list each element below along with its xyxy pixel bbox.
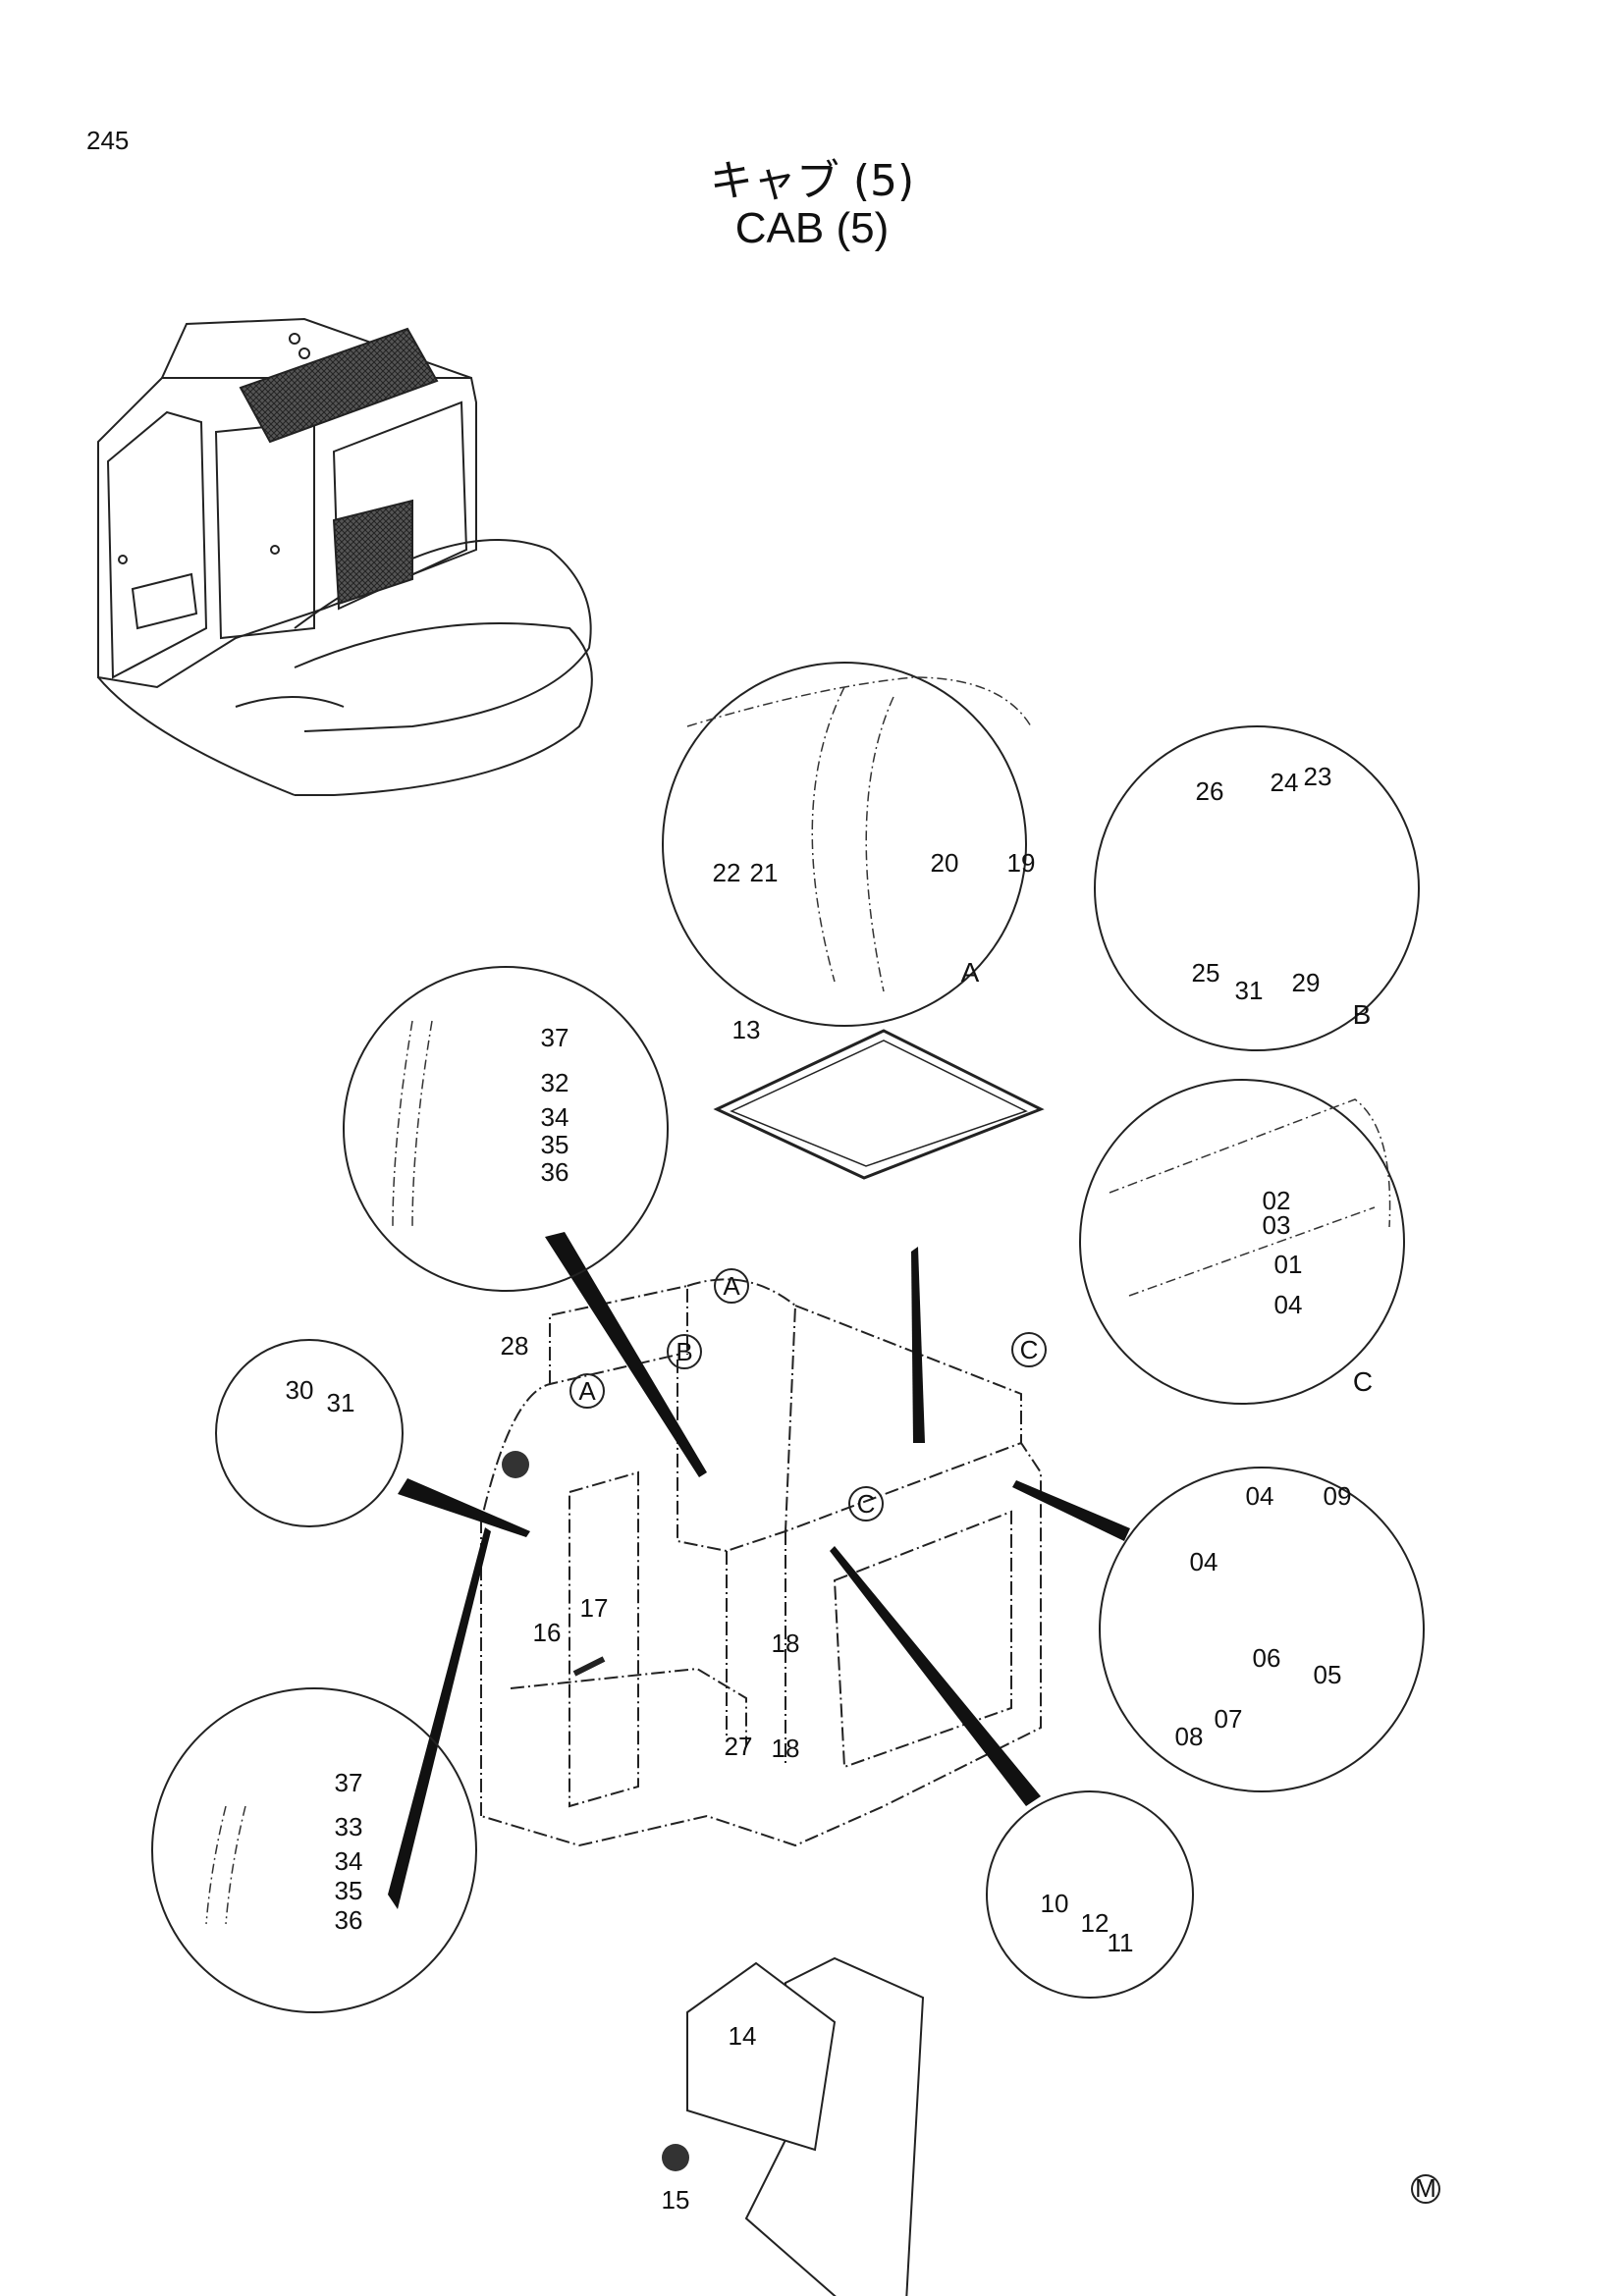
detail-B-part-23: 23 xyxy=(1304,762,1332,791)
detail-lower-left-part-33: 33 xyxy=(335,1812,363,1842)
main-part-16: 16 xyxy=(533,1618,562,1647)
main-part-15: 15 xyxy=(662,2185,690,2215)
detail-B-part-25: 25 xyxy=(1192,958,1220,988)
page-number: 245 xyxy=(86,126,130,155)
detail-upper-left-part-37: 37 xyxy=(541,1023,569,1052)
page-title-english: CAB (5) xyxy=(734,204,890,252)
callout-bubble xyxy=(848,1486,884,1522)
detail-left-small-part-30: 30 xyxy=(286,1375,314,1405)
detail-right-hinge-part-04: 04 xyxy=(1246,1481,1274,1511)
detail-circle-b xyxy=(1094,725,1420,1051)
callout-C: C xyxy=(1020,1335,1039,1364)
callout-C: C xyxy=(857,1489,876,1519)
detail-B-part-26: 26 xyxy=(1196,776,1224,806)
detail-C-part-03: 03 xyxy=(1263,1210,1291,1240)
detail-right-hinge-part-05: 05 xyxy=(1314,1660,1342,1689)
page-title-japanese: キャブ (5) xyxy=(709,156,915,206)
pointer-wedges xyxy=(388,1232,1130,1909)
callout-bubble xyxy=(667,1334,702,1369)
detail-right-hinge-part-06: 06 xyxy=(1253,1643,1281,1673)
detail-right-hinge-part-09: 09 xyxy=(1324,1481,1352,1511)
detail-A-part-21: 21 xyxy=(750,858,779,887)
main-part-27: 27 xyxy=(725,1732,753,1761)
detail-C-part-04: 04 xyxy=(1274,1290,1303,1319)
detail-A-part-22: 22 xyxy=(713,858,741,887)
main-part-14: 14 xyxy=(729,2021,757,2051)
detail-right-hinge-part-08: 08 xyxy=(1175,1722,1204,1751)
detail-bottom-bolt-part-12: 12 xyxy=(1081,1908,1110,1938)
detail-upper-left-part-34: 34 xyxy=(541,1102,569,1132)
detail-upper-left-part-36: 36 xyxy=(541,1157,569,1187)
callout-bubble xyxy=(1011,1332,1047,1367)
main-part-28: 28 xyxy=(501,1331,529,1361)
detail-bottom-bolt-part-10: 10 xyxy=(1041,1889,1069,1918)
detail-label-C: C xyxy=(1353,1366,1373,1397)
detail-label-B: B xyxy=(1353,999,1372,1030)
detail-circles xyxy=(151,662,1425,2013)
corner-mark: M xyxy=(1415,2173,1436,2203)
detail-circle-bottom-bolt xyxy=(986,1790,1194,1999)
window-mesh-panel xyxy=(332,499,413,606)
detail-circle-c xyxy=(1079,1079,1405,1405)
detail-circle-lower-left xyxy=(151,1687,477,2013)
detail-lower-left-part-36: 36 xyxy=(335,1905,363,1935)
detail-B-part-29: 29 xyxy=(1292,968,1321,997)
main-part-18: 18 xyxy=(772,1734,800,1763)
corner-mark-ring xyxy=(1411,2174,1440,2204)
callout-bubble xyxy=(569,1373,605,1409)
detail-lower-left-part-34: 34 xyxy=(335,1846,363,1876)
plug-icon xyxy=(502,1451,529,1478)
detail-C-part-01: 01 xyxy=(1274,1250,1303,1279)
main-part-13: 13 xyxy=(732,1015,761,1044)
detail-upper-left-part-35: 35 xyxy=(541,1130,569,1159)
detail-left-small-part-31: 31 xyxy=(327,1388,355,1417)
detail-inner-sketches xyxy=(205,676,1391,1925)
rear-panel xyxy=(686,1956,925,2296)
callout-bubble xyxy=(714,1268,749,1304)
detail-A-part-19: 19 xyxy=(1007,848,1036,878)
detail-circle-right-hinge xyxy=(1099,1467,1425,1792)
callout-B: B xyxy=(676,1337,692,1366)
detail-C-part-02: 02 xyxy=(1263,1186,1291,1215)
detail-label-A: A xyxy=(961,957,980,988)
callout-A: A xyxy=(578,1376,596,1406)
detail-lower-left-part-35: 35 xyxy=(335,1876,363,1905)
roof-mesh-panel xyxy=(239,327,439,444)
main-cab-frame xyxy=(480,1278,1042,1847)
bolt-icon xyxy=(572,1656,606,1677)
detail-B-part-24: 24 xyxy=(1271,768,1299,797)
plug-icon xyxy=(662,2144,689,2171)
detail-lower-left-part-37: 37 xyxy=(335,1768,363,1797)
callout-A: A xyxy=(723,1271,740,1301)
detail-circle-a xyxy=(662,662,1027,1027)
detail-right-hinge-part-04: 04 xyxy=(1190,1547,1218,1576)
detail-upper-left-part-32: 32 xyxy=(541,1068,569,1097)
detail-A-part-20: 20 xyxy=(931,848,959,878)
roof-panel xyxy=(713,1029,1045,1180)
main-part-18: 18 xyxy=(772,1629,800,1658)
detail-B-part-31: 31 xyxy=(1235,976,1264,1005)
main-part-17: 17 xyxy=(580,1593,609,1623)
detail-circle-left-small xyxy=(215,1339,404,1527)
detail-right-hinge-part-07: 07 xyxy=(1215,1704,1243,1734)
detail-circle-upper-left xyxy=(343,966,669,1292)
detail-bottom-bolt-part-11: 11 xyxy=(1108,1928,1134,1957)
